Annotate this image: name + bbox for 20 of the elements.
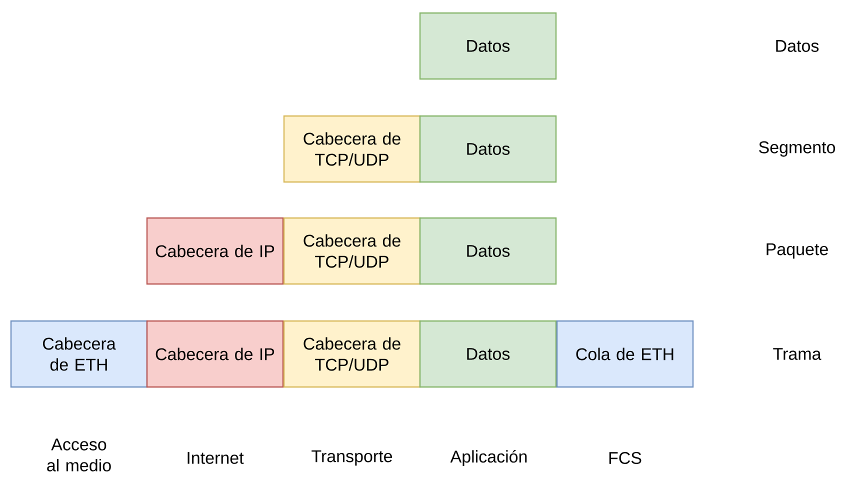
header-box: Cabecera de ETH — [10, 320, 148, 388]
column-label: Internet — [188, 452, 244, 464]
layer-label: Segmento — [759, 141, 836, 157]
layer-label: Datos — [776, 40, 819, 52]
column-label: FCS — [609, 452, 642, 464]
header-box: Cabecera de TCP/UDP — [283, 217, 421, 285]
layer-label: Paquete — [766, 243, 828, 259]
header-box: Datos — [419, 217, 557, 285]
column-label: Aplicación — [450, 450, 527, 466]
header-box: Cabecera de IP — [146, 320, 284, 388]
header-box: Cabecera de TCP/UDP — [283, 320, 421, 388]
header-box: Cola de ETH — [556, 320, 694, 388]
header-box: Cabecera de IP — [146, 217, 284, 285]
column-label: Transporte — [312, 450, 392, 466]
header-box: Datos — [419, 12, 557, 80]
header-box: Cabecera de TCP/UDP — [283, 115, 421, 183]
layer-label: Trama — [773, 348, 822, 360]
header-box: Datos — [419, 320, 557, 388]
column-label: Acceso al medio — [47, 438, 111, 472]
header-box: Datos — [419, 115, 557, 183]
